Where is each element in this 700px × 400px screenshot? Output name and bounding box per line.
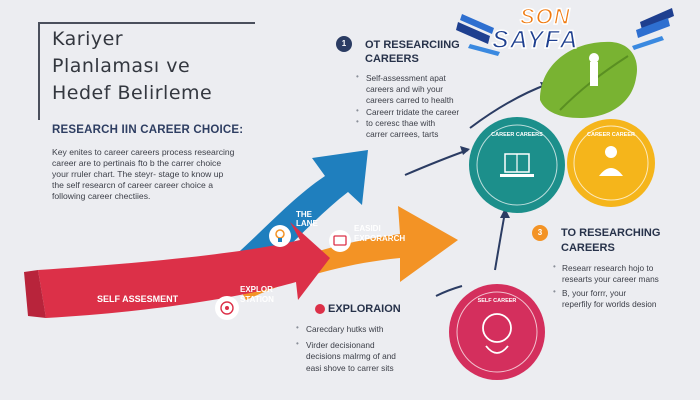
step-right-title-2: CAREERS: [561, 242, 615, 254]
intro-line: the self researcn of career career choic…: [52, 180, 213, 190]
yellow-circle-label: CAREER CAREER: [587, 132, 635, 138]
title-line-3: Hedef Belirleme: [52, 82, 213, 104]
step-right-number: 3: [537, 228, 543, 237]
green-leaf-circle: [540, 41, 637, 118]
title-line-1: Kariyer: [52, 28, 124, 50]
arrow-step-icons: [215, 225, 351, 320]
step-top-line: Careerr tridate the career: [366, 107, 460, 117]
title-frame: [38, 22, 255, 120]
section-heading: RESEARCH IIN CAREER CHOICE:: [52, 124, 244, 136]
arrow-label-easid: EASIDI: [354, 224, 381, 233]
step-top-line: careers carred to health: [366, 95, 454, 105]
arrow-label-explor: EXPLOR: [240, 285, 273, 294]
bullet-dot: •: [296, 323, 299, 332]
logo-books: [456, 8, 674, 56]
bullet-dot: •: [553, 262, 556, 271]
yellow-step-circle: [567, 119, 655, 207]
bullet-dot: •: [356, 117, 359, 126]
step-top-number: 1: [341, 39, 347, 48]
step-top-line: to ceresc thae with: [366, 118, 436, 128]
magenta-step-circle: [449, 284, 545, 380]
logo-sayfa-text: SAYFA: [491, 25, 579, 55]
intro-line: career are to pertinais fto b the carrer…: [52, 158, 222, 168]
bullet-dot: •: [356, 106, 359, 115]
bullet-dot: •: [356, 72, 359, 81]
arrow-label-lane: LANE: [296, 219, 318, 228]
step-bottom-line: easi shove to carrer sits: [306, 363, 394, 373]
title-line-2: Planlaması ve: [52, 55, 191, 77]
teal-circle-label: CAREER CAREERS: [491, 132, 543, 138]
step-right-line: researts your career mans: [562, 274, 659, 284]
blue-arrow: [232, 150, 368, 272]
intro-line: following career chectiies.: [52, 191, 151, 201]
step-right-line: Researr research hojo to: [562, 263, 654, 273]
bullet-dot: •: [553, 287, 556, 296]
intro-line: your rruler chart. The steyr- stage to k…: [52, 169, 224, 179]
step-bottom-title: EXPLORAION: [328, 303, 401, 315]
arrow-label-the: THE: [296, 210, 312, 219]
step-bottom-line: decisions malrmg of and: [306, 351, 396, 361]
step-top-title-2: CAREERS: [365, 53, 419, 65]
intro-line: Key enites to career careers process res…: [52, 147, 235, 157]
magenta-circle-label: SELF CAREER: [477, 298, 517, 304]
red-arrow: [38, 222, 330, 318]
bullet-dot: •: [296, 339, 299, 348]
arrow-label-self: SELF ASSESMENT: [97, 294, 179, 304]
arrow-label-station: STATION: [240, 295, 274, 304]
step-right-title: TO RESEARCHING: [561, 227, 661, 239]
step-top-line: carrer carrees, tarts: [366, 129, 439, 139]
step-top-line: careers and wih your: [366, 84, 444, 94]
step-right-line: reperfily for worlds desion: [562, 299, 657, 309]
arrow-label-exporarch: EXPORARCH: [354, 234, 406, 243]
step-bottom-line: Virder decisionand: [306, 340, 375, 350]
step-right-line: B, your forrr, your: [562, 288, 627, 298]
logo-son-text: SON: [519, 3, 571, 30]
step-top-title: OT RESEARCIING: [365, 39, 460, 51]
step-top-line: Self-assessment apat: [366, 73, 446, 83]
step-bottom-line: Carecdary hutks with: [306, 324, 384, 334]
